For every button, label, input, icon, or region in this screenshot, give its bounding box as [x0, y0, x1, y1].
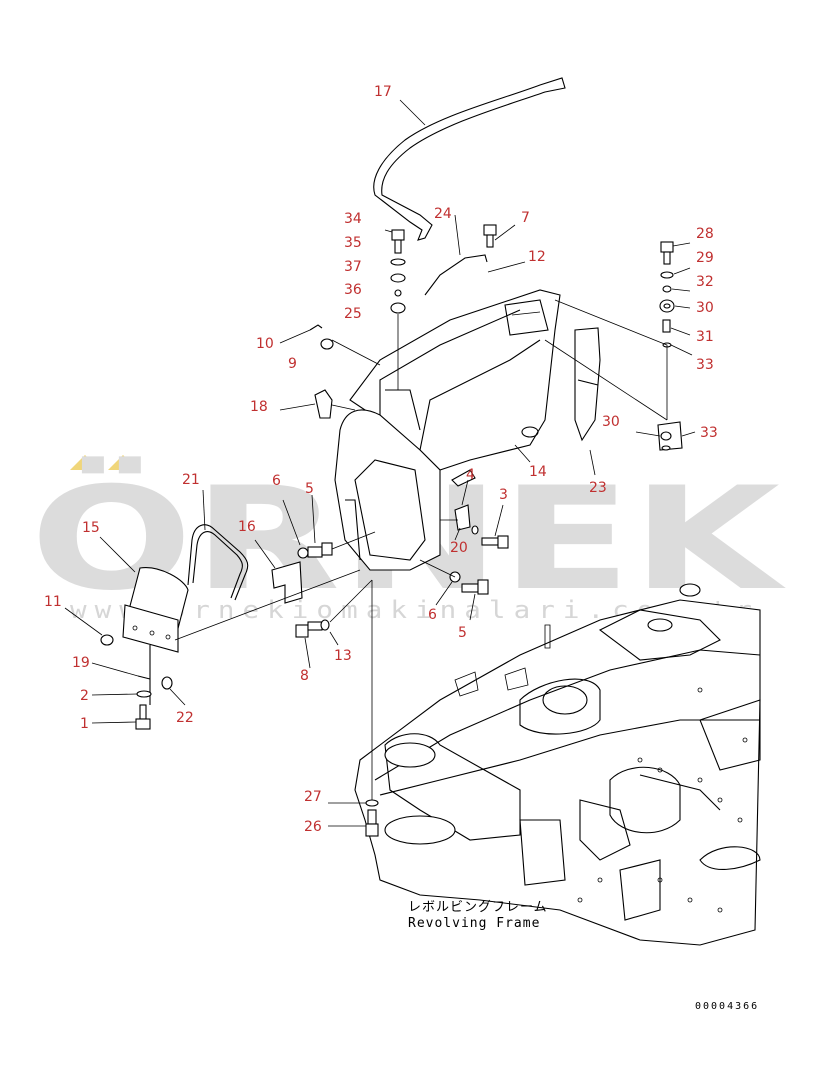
callout-14: 14 — [529, 464, 547, 480]
callout-2: 2 — [80, 688, 89, 704]
bolt-5b — [461, 579, 489, 595]
callout-15: 15 — [82, 520, 100, 536]
callout-35: 35 — [344, 235, 362, 251]
callout-labels: 17 34 35 37 36 25 24 7 12 28 29 32 30 31… — [44, 84, 718, 835]
callout-36: 36 — [344, 282, 362, 298]
washer-9 — [320, 338, 334, 350]
callout-29: 29 — [696, 250, 714, 266]
grommet-18 — [314, 389, 333, 419]
callout-20: 20 — [450, 540, 468, 556]
leader-lines — [64, 99, 696, 827]
callout-31: 31 — [696, 329, 714, 345]
callout-16: 16 — [238, 519, 256, 535]
callout-34: 34 — [344, 211, 362, 227]
revolving-frame — [354, 583, 761, 946]
callout-6-upper: 6 — [272, 473, 281, 489]
callout-4: 4 — [466, 467, 475, 483]
bolt-26 — [365, 809, 379, 837]
callout-25: 25 — [344, 306, 362, 322]
callout-10: 10 — [256, 336, 274, 352]
callout-37: 37 — [344, 259, 362, 275]
callout-11: 11 — [44, 594, 62, 610]
callout-6-lower: 6 — [428, 607, 437, 623]
callout-9: 9 — [288, 356, 297, 372]
callout-27: 27 — [304, 789, 322, 805]
clip-10 — [309, 324, 323, 331]
washer-27 — [365, 799, 379, 807]
caption-english: Revolving Frame — [408, 916, 540, 931]
callout-7: 7 — [521, 210, 530, 226]
bolt-7 — [483, 224, 497, 248]
nut-11 — [100, 634, 114, 646]
callout-1: 1 — [80, 716, 89, 732]
mirror-bracket — [122, 604, 179, 653]
callout-3: 3 — [499, 487, 508, 503]
callout-30-lower: 30 — [602, 414, 620, 430]
bracket-16 — [271, 561, 303, 604]
callout-30-upper: 30 — [696, 300, 714, 316]
hardware-stack-right — [544, 241, 683, 451]
callout-32: 32 — [696, 274, 714, 290]
callout-33-lower: 33 — [700, 425, 718, 441]
washer-6a — [297, 547, 309, 559]
callout-28: 28 — [696, 226, 714, 242]
document-number: 00004366 — [695, 1001, 759, 1012]
callout-24: 24 — [434, 206, 452, 222]
washer-4 — [471, 525, 479, 535]
callout-26: 26 — [304, 819, 322, 835]
bolt-3 — [481, 535, 509, 549]
cover-assembly — [334, 289, 601, 571]
watermark-accent-left — [70, 455, 100, 470]
hardware-stack-left — [390, 229, 406, 390]
washer-13 — [320, 619, 330, 631]
callout-12: 12 — [528, 249, 546, 265]
callout-23: 23 — [589, 480, 607, 496]
side-panel-23 — [574, 327, 601, 442]
callout-5-lower: 5 — [458, 625, 467, 641]
callout-19: 19 — [72, 655, 90, 671]
callout-33-upper: 33 — [696, 357, 714, 373]
bolt-1 — [135, 704, 151, 730]
callout-17: 17 — [374, 84, 392, 100]
stay-21 — [187, 524, 249, 601]
watermark-accent-right — [108, 455, 138, 470]
callout-13: 13 — [334, 648, 352, 664]
callout-22: 22 — [176, 710, 194, 726]
callout-21: 21 — [182, 472, 200, 488]
washer-2 — [136, 690, 152, 698]
rod-24 — [424, 254, 488, 296]
callout-18: 18 — [250, 399, 268, 415]
callout-5-upper: 5 — [305, 481, 314, 497]
bolt-8 — [295, 621, 323, 638]
callout-8: 8 — [300, 668, 309, 684]
clamp-20 — [454, 504, 471, 531]
trim-rubber-17 — [373, 77, 566, 241]
caption-japanese: レボルビングフレーム — [408, 900, 548, 915]
nut-22 — [161, 676, 173, 690]
